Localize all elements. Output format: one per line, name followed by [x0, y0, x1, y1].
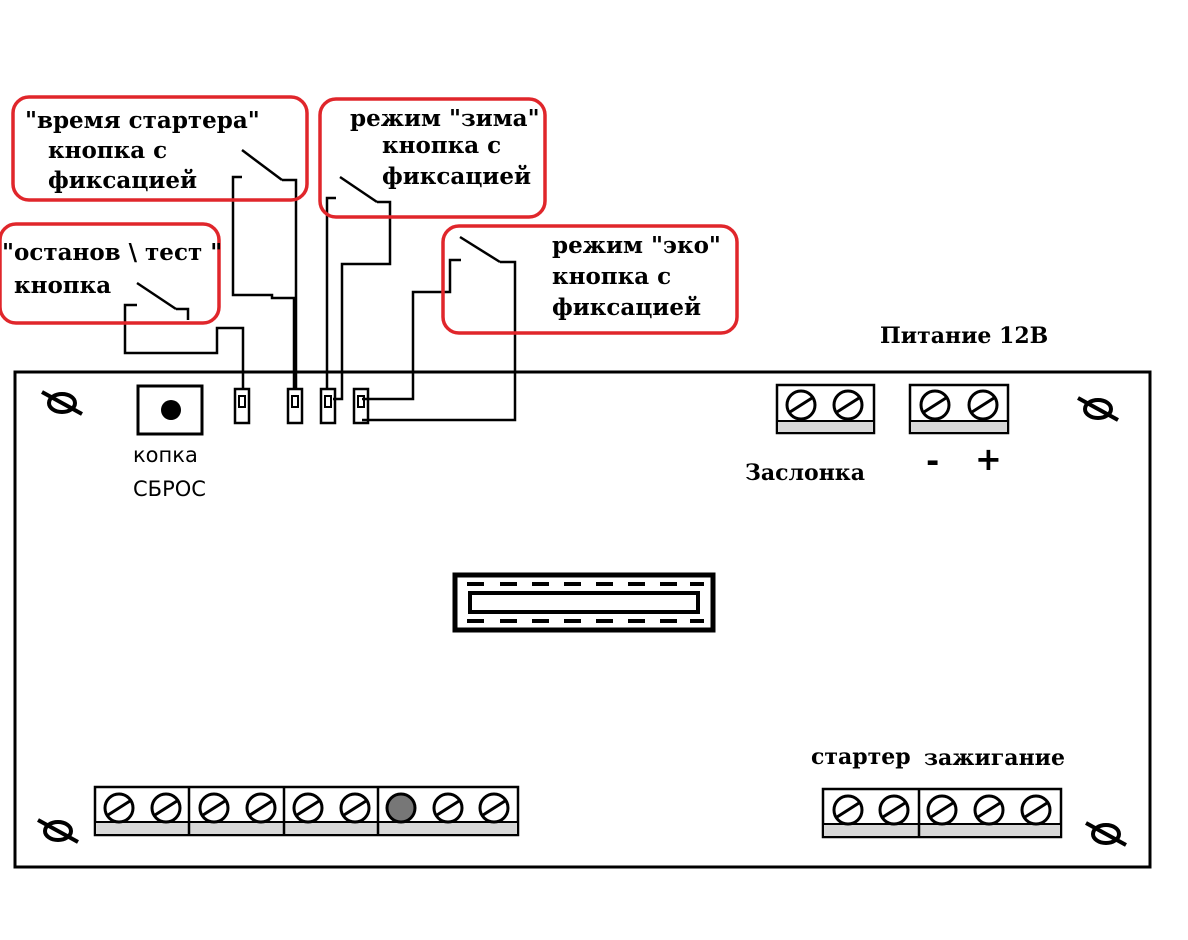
- callout-frame-eco: [441, 224, 739, 335]
- screw-terminal-icon: [967, 389, 999, 421]
- wire-winter: [325, 175, 392, 401]
- callout-winter-line3: фиксацией: [382, 163, 531, 190]
- terminal-block-starter-ignition: [821, 787, 1063, 839]
- screw-terminal-icon: [385, 792, 417, 824]
- screw-terminal-icon: [150, 792, 182, 824]
- screw-terminal-icon: [432, 792, 464, 824]
- minus-label: -: [926, 442, 939, 480]
- reset-label-line2: СБРОС: [133, 477, 206, 501]
- screw-terminal-icon: [832, 794, 864, 826]
- damper-label: Заслонка: [745, 460, 865, 486]
- screw-terminal-icon: [973, 794, 1005, 826]
- chip-socket: [452, 572, 716, 633]
- power-label: Питание 12В: [880, 323, 1048, 349]
- callout-winter-title: режим "зима": [350, 105, 540, 132]
- screw-terminal-icon: [1020, 794, 1052, 826]
- screw-terminal-icon: [245, 792, 277, 824]
- reset-label-line1: копка: [133, 443, 198, 467]
- callout-starter-time-line2: кнопка с: [48, 137, 167, 164]
- screw-terminal-icon: [919, 389, 951, 421]
- callout-frame-winter: [318, 97, 547, 219]
- screw-terminal-icon: [103, 792, 135, 824]
- pin-header-stop-test: [233, 387, 251, 425]
- screw-terminal-icon: [478, 792, 510, 824]
- reset-button: [136, 384, 204, 436]
- callout-starter-time-title: "время стартера": [25, 107, 260, 134]
- callout-frame-stop-test: [0, 222, 221, 325]
- terminal-strip-bottom-left: [93, 785, 520, 837]
- callout-starter-time-line3: фиксацией: [48, 167, 197, 194]
- callout-stop-test-title: "останов \ тест ": [2, 239, 222, 266]
- callout-eco-line3: фиксацией: [552, 294, 701, 321]
- screw-terminal-icon: [292, 792, 324, 824]
- terminal-block-power: [908, 383, 1010, 435]
- ignition-label: зажигание: [924, 745, 1065, 771]
- wire-starter-time: [231, 149, 298, 389]
- screw-terminal-icon: [832, 389, 864, 421]
- screw-terminal-icon: [785, 389, 817, 421]
- terminal-block-damper: [775, 383, 876, 435]
- callout-winter-line2: кнопка с: [382, 132, 501, 159]
- callout-eco-line2: кнопка с: [552, 263, 671, 290]
- wire-stop-test: [123, 281, 245, 389]
- callout-frame-starter-time: [11, 95, 309, 202]
- callout-eco-title: режим "эко": [552, 232, 721, 259]
- pin-header-starter-time: [286, 387, 304, 425]
- pin-header-winter: [319, 387, 337, 425]
- screw-terminal-icon: [198, 792, 230, 824]
- screw-terminal-icon: [878, 794, 910, 826]
- screw-terminal-icon: [339, 792, 371, 824]
- starter-label: стартер: [811, 744, 911, 770]
- callout-stop-test-line2: кнопка: [14, 272, 111, 299]
- pin-header-eco: [352, 387, 370, 425]
- wire-eco: [362, 235, 517, 422]
- screw-terminal-icon: [926, 794, 958, 826]
- plus-label: +: [975, 440, 1002, 478]
